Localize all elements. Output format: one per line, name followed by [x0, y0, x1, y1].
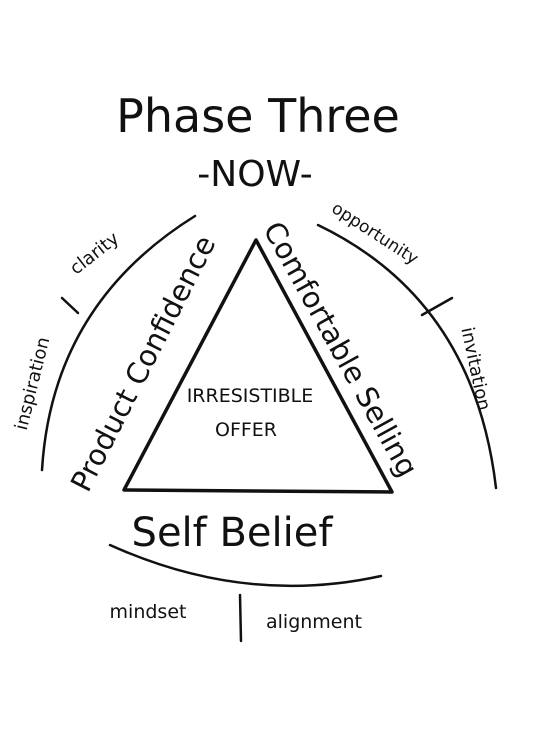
outer-word-right-bottom: invitation	[456, 325, 494, 412]
outer-word-bottom-right: alignment	[266, 611, 362, 633]
outer-word-bottom-left: mindset	[110, 601, 187, 623]
divider-bottom	[238, 593, 243, 643]
center-text-line1: IRRESISTIBLE	[187, 385, 314, 407]
center-text-line2: OFFER	[215, 419, 277, 441]
outer-arc-right	[316, 223, 498, 490]
diagram-title: Phase Three	[116, 89, 400, 143]
central-triangle	[122, 238, 394, 494]
outer-word-left-top: clarity	[66, 228, 123, 279]
divider-right	[420, 296, 454, 317]
divider-left	[60, 296, 80, 315]
side-label-bottom: Self Belief	[132, 510, 334, 556]
outer-arc-bottom	[108, 543, 383, 588]
outer-arc-left	[40, 214, 197, 472]
diagram-subtitle: -NOW-	[197, 154, 312, 195]
